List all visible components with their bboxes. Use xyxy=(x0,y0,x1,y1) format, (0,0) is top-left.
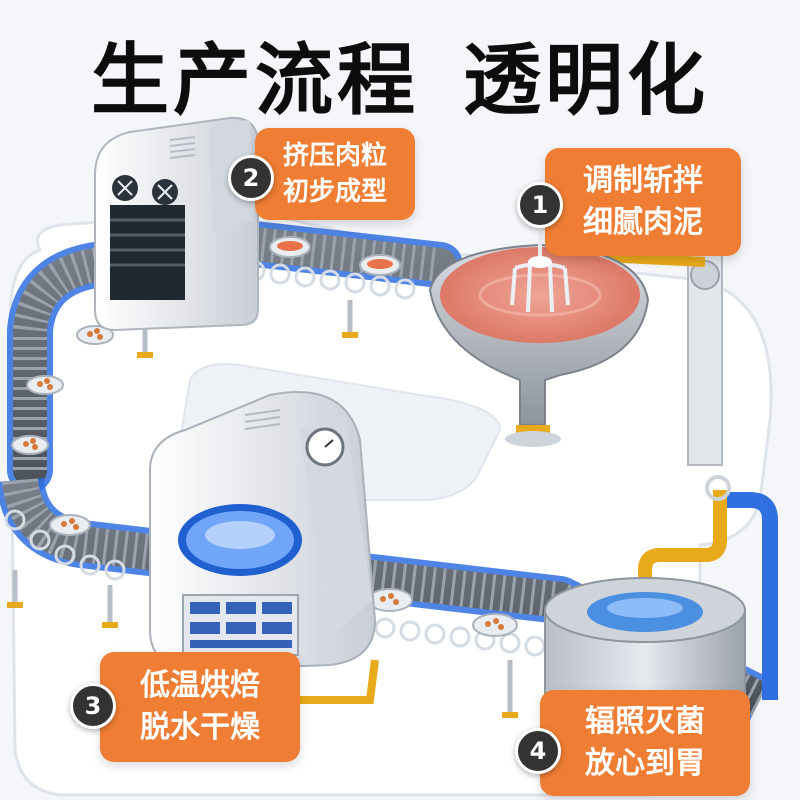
step-3-line1: 低温烘焙 xyxy=(140,668,260,703)
step-2-line2: 初步成型 xyxy=(282,177,387,207)
sterilization-tank xyxy=(544,475,778,761)
step-2-badge: 2 xyxy=(228,155,274,201)
step-4-callout: 辐照灭菌 放心到胃 xyxy=(540,690,750,796)
step-4-line2: 放心到胃 xyxy=(585,746,705,781)
extruder-machine xyxy=(94,116,259,332)
step-1-line1: 调制斩拌 xyxy=(583,163,703,198)
food-trays xyxy=(11,236,518,637)
step-2-callout: 挤压肉粒 初步成型 xyxy=(255,128,415,220)
step-1-badge: 1 xyxy=(517,182,563,228)
title-part1: 生产流程 xyxy=(90,36,419,126)
oven-machine xyxy=(136,391,379,704)
page-title: 生产流程透明化 xyxy=(0,18,800,130)
mixing-bowl xyxy=(428,230,723,466)
title-part2: 透明化 xyxy=(463,36,710,126)
step-1-line2: 细腻肉泥 xyxy=(583,205,703,240)
step-4-line1: 辐照灭菌 xyxy=(585,704,705,739)
step-3-badge: 3 xyxy=(70,683,116,729)
step-3-line2: 脱水干燥 xyxy=(140,710,260,745)
step-3-callout: 低温烘焙 脱水干燥 xyxy=(100,652,300,762)
step-2-line1: 挤压肉粒 xyxy=(282,141,387,171)
step-1-callout: 调制斩拌 细腻肉泥 xyxy=(545,148,741,256)
step-4-badge: 4 xyxy=(515,728,561,774)
